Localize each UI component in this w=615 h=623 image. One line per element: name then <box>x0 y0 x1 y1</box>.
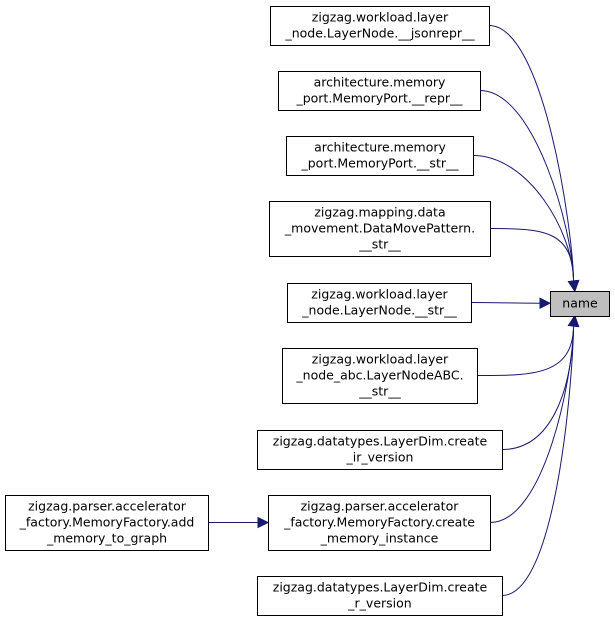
node-label-line: zigzag.parser.accelerator <box>28 499 187 514</box>
edge-ln-str-to-name <box>470 297 552 310</box>
node-label-line: name <box>562 296 598 311</box>
node-label-line: _node.LayerNode.__jsonrepr__ <box>284 26 475 41</box>
edge-jsonrepr-to-name <box>488 25 580 293</box>
node-label-line: _memory_instance <box>320 531 439 546</box>
node-label-line: zigzag.datatypes.LayerDim.create <box>273 434 488 449</box>
edge-add-mem-to-create-mem <box>208 516 270 529</box>
node-label-line: _ir_version <box>346 450 414 465</box>
node-label-line: _factory.MemoryFactory.add <box>19 515 195 530</box>
node-create-ir[interactable]: zigzag.datatypes.LayerDim.create_ir_vers… <box>257 430 503 470</box>
node-jsonrepr[interactable]: zigzag.workload.layer_node.LayerNode.__j… <box>270 6 490 46</box>
node-label-line: zigzag.mapping.data <box>314 205 445 220</box>
node-label-line: _node_abc.LayerNodeABC. <box>295 368 463 383</box>
node-label-line: _r_version <box>347 596 411 611</box>
edge-dmp-str-to-name <box>489 228 580 293</box>
node-create-r[interactable]: zigzag.datatypes.LayerDim.create_r_versi… <box>257 576 503 616</box>
arrowhead <box>567 314 580 328</box>
node-label-line: zigzag.parser.accelerator <box>301 499 460 514</box>
edge-line <box>501 325 575 596</box>
edge-line <box>489 228 575 282</box>
node-label-line: zigzag.datatypes.LayerDim.create <box>273 580 488 595</box>
node-label-line: _node.LayerNode.__str__ <box>301 303 457 318</box>
arrowhead <box>539 297 552 310</box>
edge-lnabc-str-to-name <box>476 314 580 377</box>
node-box <box>278 71 481 111</box>
node-box <box>550 291 610 317</box>
edge-line <box>501 325 575 450</box>
node-lnabc-str[interactable]: zigzag.workload.layer_node_abc.LayerNode… <box>282 348 478 404</box>
node-label-line: __str__ <box>358 237 401 252</box>
node-name[interactable]: name <box>550 291 610 317</box>
node-mp-repr[interactable]: architecture.memory_port.MemoryPort.__re… <box>278 71 481 111</box>
edge-line <box>476 325 575 377</box>
node-label-line: architecture.memory <box>314 140 446 155</box>
node-label-line: _port.MemoryPort.__str__ <box>301 156 460 171</box>
node-label-line: _factory.MemoryFactory.create <box>283 515 475 530</box>
arrowhead <box>567 279 580 293</box>
edge-mp-repr-to-name <box>479 90 580 293</box>
node-add-mem[interactable]: zigzag.parser.accelerator_factory.Memory… <box>5 495 209 551</box>
node-label-line: zigzag.workload.layer <box>312 352 449 367</box>
node-box <box>257 430 503 470</box>
node-box <box>257 576 503 616</box>
node-box <box>5 495 209 551</box>
node-box <box>282 348 478 404</box>
edge-line <box>489 325 575 523</box>
node-ln-str[interactable]: zigzag.workload.layer_node.LayerNode.__s… <box>287 283 472 323</box>
node-dmp-str[interactable]: zigzag.mapping.data_movement.DataMovePat… <box>269 201 491 257</box>
node-box <box>287 283 472 323</box>
node-label-line: architecture.memory <box>314 75 446 90</box>
node-box <box>286 136 474 176</box>
edge-create-mem-to-name <box>489 314 580 523</box>
node-create-mem[interactable]: zigzag.parser.accelerator_factory.Memory… <box>268 495 491 551</box>
edge-line <box>488 25 575 282</box>
node-label-line: __str__ <box>358 384 401 399</box>
node-label-line: _memory_to_graph <box>46 531 167 546</box>
edges-layer <box>208 25 580 596</box>
node-label-line: zigzag.workload.layer <box>312 10 449 25</box>
node-box <box>269 201 491 257</box>
nodes-layer: zigzag.workload.layer_node.LayerNode.__j… <box>5 6 610 616</box>
node-mp-str[interactable]: architecture.memory_port.MemoryPort.__st… <box>286 136 474 176</box>
node-label-line: zigzag.workload.layer <box>311 287 448 302</box>
node-label-line: _port.MemoryPort.__repr__ <box>295 91 463 106</box>
arrowhead <box>257 516 270 529</box>
edge-line <box>479 90 575 282</box>
node-label-line: _movement.DataMovePattern. <box>284 221 475 236</box>
node-box <box>268 495 491 551</box>
edge-create-r-to-name <box>501 314 580 596</box>
edge-line <box>470 302 541 304</box>
node-box <box>270 6 490 46</box>
